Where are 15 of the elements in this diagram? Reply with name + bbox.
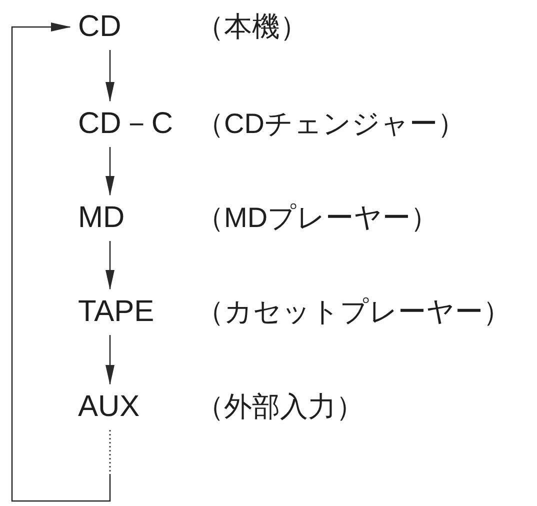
arrow: [106, 335, 114, 385]
source-label: AUX: [70, 384, 148, 430]
source-label: TAPE: [70, 289, 162, 335]
description-text: （カセットプレーヤー）: [196, 295, 511, 329]
arrow: [106, 50, 114, 102]
arrow: [106, 241, 114, 290]
description-text: （CDチェンジャー）: [196, 107, 466, 141]
description-text: （MDプレーヤー）: [196, 201, 439, 235]
loop-arrow: [11, 22, 111, 502]
description-text: （外部入力）: [196, 390, 364, 424]
description-text: （本機）: [196, 10, 308, 44]
source-label: MD: [70, 195, 133, 241]
arrow: [106, 147, 114, 196]
source-label: CD: [70, 4, 130, 50]
source-label: CD－C: [70, 101, 181, 147]
